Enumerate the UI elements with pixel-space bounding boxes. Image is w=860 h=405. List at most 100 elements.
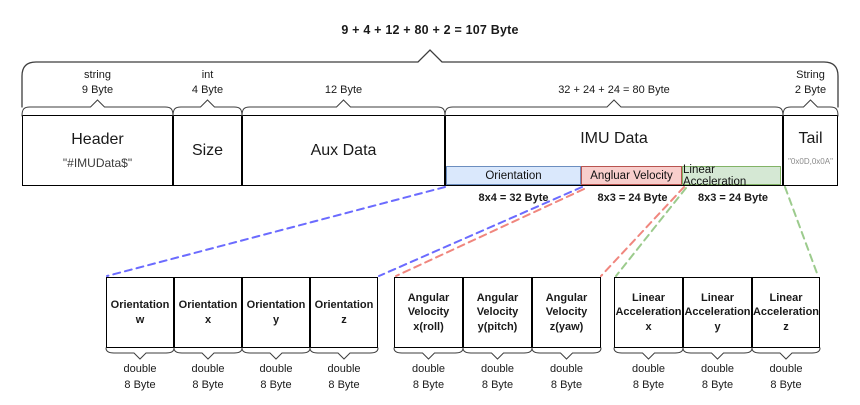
field-size-label: 8 Byte: [124, 378, 156, 391]
total-size-label: 9 + 4 + 12 + 80 + 2 = 107 Byte: [341, 23, 519, 37]
field-brace-1: [173, 347, 243, 360]
field-line: Linear: [631, 291, 665, 304]
packet-box-title: Tail: [798, 130, 823, 147]
packet-box-aux-data: Aux Data: [242, 115, 445, 186]
segment-label-header: string 9 Byte: [22, 58, 173, 98]
field-group-orientation: Orientation w Orientation x Orientation …: [106, 277, 378, 348]
packet-box-size: Size: [173, 115, 242, 186]
strip-bytes-label-orientation: 8x4 = 32 Byte: [478, 192, 549, 204]
imu-strip-linear-acceleration: Linear Acceleration: [682, 164, 781, 188]
field-line: z: [341, 313, 347, 326]
field-type-labels-linear: double 8 Byte double 8 Byte double 8 Byt…: [614, 362, 820, 393]
connector-linear-right: [784, 186, 819, 277]
imu-strip-orientation: Orientation: [446, 166, 581, 185]
field-group-linear-acceleration: Linear Acceleration x Linear Acceleratio…: [614, 277, 820, 348]
field-line: Angular: [476, 291, 519, 304]
field-type-size: double 8 Byte: [614, 362, 683, 393]
segment-brace-header: [21, 99, 174, 117]
field-box-angular-z-yaw: Angular Velocity z(yaw): [532, 277, 601, 348]
imu-box-inner: IMU Data Orientation Angluar Velocity Li…: [446, 116, 782, 188]
field-line: Orientation: [178, 299, 238, 311]
field-size-label: 8 Byte: [328, 378, 360, 391]
field-type-size: double 8 Byte: [463, 362, 532, 393]
field-line: Velocity: [545, 306, 588, 319]
field-line: w: [135, 313, 145, 326]
field-type-size: double 8 Byte: [394, 362, 463, 393]
field-line: Orientation: [246, 299, 306, 311]
field-type-size: double 8 Byte: [752, 362, 820, 393]
segment-type-label: String: [796, 69, 825, 81]
field-brace-4: [393, 347, 464, 360]
field-line: Orientation: [110, 299, 170, 311]
field-type-label: double: [700, 363, 735, 375]
imu-strip-label: Orientation: [485, 169, 542, 182]
field-brace-2: [241, 347, 311, 360]
segment-label-size: int 4 Byte: [173, 58, 242, 98]
field-brace-6: [531, 347, 602, 360]
field-brace-0: [105, 347, 175, 360]
segment-brace-tail: [782, 99, 839, 117]
field-type-size: double 8 Byte: [174, 362, 242, 393]
field-type-label: double: [549, 363, 584, 375]
field-box-linear-y: Linear Acceleration y: [683, 277, 752, 348]
field-brace-7: [613, 347, 684, 360]
field-box-angular-x-roll: Angular Velocity x(roll): [394, 277, 463, 348]
field-type-labels-angular: double 8 Byte double 8 Byte double 8 Byt…: [394, 362, 601, 393]
segment-size-label: 4 Byte: [191, 84, 224, 96]
segment-size-label: 12 Byte: [324, 84, 363, 96]
field-box-orientation-y: Orientation y: [242, 277, 310, 348]
field-brace-8: [682, 347, 753, 360]
segment-brace-imu: [444, 99, 784, 117]
field-box-orientation-x: Orientation x: [174, 277, 242, 348]
packet-box-header: Header "#IMUData$": [22, 115, 173, 186]
field-type-size: double 8 Byte: [106, 362, 174, 393]
packet-box-subtitle: "#IMUData$": [62, 156, 133, 170]
field-size-label: 8 Byte: [260, 378, 292, 391]
field-box-angular-y-pitch: Angular Velocity y(pitch): [463, 277, 532, 348]
field-line: Angular: [407, 291, 450, 304]
field-type-size: double 8 Byte: [310, 362, 378, 393]
field-brace-9: [751, 347, 821, 360]
packet-box-title: Aux Data: [310, 141, 377, 159]
field-line: z: [783, 320, 789, 333]
packet-box-title: Size: [191, 141, 224, 159]
field-line: x: [204, 313, 212, 326]
segment-size-label: 2 Byte: [794, 84, 827, 96]
field-type-size: double 8 Byte: [532, 362, 601, 393]
field-type-label: double: [480, 363, 515, 375]
segment-type-label: string: [84, 69, 111, 81]
field-line: Acceleration: [615, 306, 682, 319]
field-group-angular-velocity: Angular Velocity x(roll) Angular Velocit…: [394, 277, 601, 348]
field-type-label: double: [769, 363, 803, 375]
field-box-linear-x: Linear Acceleration x: [614, 277, 683, 348]
packet-box-imu-data: IMU Data Orientation Angluar Velocity Li…: [445, 115, 783, 188]
field-size-label: 8 Byte: [770, 378, 802, 391]
field-brace-3: [309, 347, 379, 360]
field-size-label: 8 Byte: [701, 378, 734, 391]
packet-box-title: Header: [71, 131, 124, 148]
field-line: Angular: [545, 291, 588, 304]
field-box-linear-z: Linear Acceleration z: [752, 277, 820, 348]
field-box-orientation-w: Orientation w: [106, 277, 174, 348]
connector-orientation-left: [106, 186, 446, 277]
field-line: y: [714, 320, 721, 333]
field-type-label: double: [191, 363, 225, 375]
field-size-label: 8 Byte: [632, 378, 665, 391]
segment-brace-size: [172, 99, 243, 117]
segment-brace-aux: [241, 99, 446, 117]
field-type-size: double 8 Byte: [242, 362, 310, 393]
field-box-orientation-z: Orientation z: [310, 277, 378, 348]
segment-label-imu: 32 + 24 + 24 = 80 Byte: [445, 58, 783, 98]
segment-label-aux: 12 Byte: [242, 58, 445, 98]
field-line: z(yaw): [549, 320, 584, 333]
field-line: Acceleration: [684, 306, 751, 319]
packet-box-tail: Tail "0x0D,0x0A": [783, 115, 838, 186]
packet-box-subtitle: "0x0D,0x0A": [788, 157, 833, 166]
packet-box-title: IMU Data: [580, 130, 648, 147]
field-line: Velocity: [476, 306, 519, 319]
field-type-labels-orientation: double 8 Byte double 8 Byte double 8 Byt…: [106, 362, 378, 393]
field-line: Orientation: [314, 299, 374, 311]
segment-label-tail: String 2 Byte: [783, 58, 838, 98]
segment-type-label: int: [201, 69, 214, 81]
